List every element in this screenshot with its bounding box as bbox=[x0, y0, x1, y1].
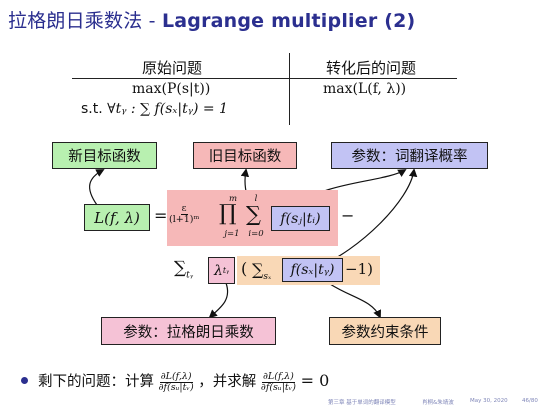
such-that-label: s.t. bbox=[81, 101, 103, 117]
constraint-row: s.t. ∀tᵧ : ∑ f(sₓ|tᵧ) = 1 bbox=[81, 101, 228, 117]
open-paren: ( bbox=[241, 259, 248, 278]
footer-date: May 30, 2020 bbox=[470, 398, 508, 404]
translation-prob-term: f(sⱼ|tᵢ) bbox=[271, 206, 330, 231]
table-header-transformed: 转化后的问题 bbox=[326, 59, 417, 77]
product-lower: j=1 bbox=[224, 229, 240, 239]
product-symbol: ∏ bbox=[219, 201, 237, 226]
partial-2-denominator: ∂f(sᵤ|tᵥ) bbox=[260, 381, 296, 393]
original-objective: max(P(s|t)) bbox=[132, 81, 211, 97]
solve-text: ，并求解 bbox=[198, 374, 257, 390]
equals-zero: = 0 bbox=[300, 371, 330, 390]
label-constraint: 参数约束条件 bbox=[329, 317, 441, 345]
label-lagrange-multiplier: 参数：拉格朗日乘数 bbox=[101, 317, 276, 345]
footer-chapter: 第三章 基于单词的翻译模型 bbox=[328, 400, 396, 406]
partial-derivative-1: ∂L(f,λ)∂f(sᵤ|tᵥ) bbox=[158, 370, 194, 393]
table-column-divider bbox=[289, 53, 291, 125]
sum-over-ty: ∑tᵧ bbox=[174, 258, 193, 280]
footer-page: 46/80 bbox=[522, 398, 538, 404]
slide-title-en: Lagrange multiplier (2) bbox=[161, 10, 416, 32]
minus-sign: − bbox=[341, 206, 355, 225]
partial-derivative-2: ∂L(f,λ)∂f(sᵤ|tᵥ) bbox=[260, 370, 296, 393]
sum-ty-symbol: ∑ bbox=[174, 258, 187, 278]
label-new-objective: 新目标函数 bbox=[52, 142, 157, 169]
partial-1-denominator: ∂f(sᵤ|tᵥ) bbox=[158, 381, 194, 393]
product-upper: m bbox=[228, 194, 238, 204]
remaining-problem-text: 剩下的问题：计算 bbox=[38, 374, 154, 390]
partial-1-numerator: ∂L(f,λ) bbox=[159, 370, 193, 383]
table-header-original: 原始问题 bbox=[142, 59, 203, 77]
slide-title-zh: 拉格朗日乘数法 - bbox=[8, 10, 162, 32]
transformed-objective: max(L(f, λ)) bbox=[323, 81, 407, 97]
minus-one-close: −1) bbox=[345, 260, 373, 278]
sum-over-sx: ∑sₓ bbox=[252, 260, 271, 282]
label-old-objective: 旧目标函数 bbox=[193, 142, 297, 169]
label-translation-prob: 参数：词翻译概率 bbox=[331, 142, 488, 169]
sum-upper: l bbox=[254, 194, 258, 204]
constraint-prob-term: f(sₓ|tᵧ) bbox=[282, 258, 343, 282]
table-header-rule bbox=[72, 78, 457, 80]
constraint-expression: ∀tᵧ : ∑ f(sₓ|tᵧ) = 1 bbox=[107, 101, 228, 117]
epsilon-denominator: (l+1)ᵐ bbox=[169, 214, 200, 225]
arrow-lagrange bbox=[208, 282, 229, 319]
sum-symbol: ∑ bbox=[246, 202, 261, 226]
arrow-new-objective bbox=[89, 169, 105, 206]
sum-lower: i=0 bbox=[248, 229, 264, 239]
equals-sign: = bbox=[154, 206, 168, 225]
bullet-icon bbox=[21, 377, 28, 384]
lambda-symbol: λ bbox=[213, 262, 223, 279]
remaining-problem: 剩下的问题：计算 ∂L(f,λ)∂f(sᵤ|tᵥ) ，并求解 ∂L(f,λ)∂f… bbox=[38, 370, 329, 392]
sum-ty-subscript: tᵧ bbox=[186, 270, 194, 281]
epsilon-fraction: ε(l+1)ᵐ bbox=[169, 204, 199, 225]
sum-sx-symbol: ∑ bbox=[252, 260, 264, 279]
arrow-constraint bbox=[329, 283, 381, 319]
partial-2-numerator: ∂L(f,λ) bbox=[262, 370, 295, 383]
sum-sx-subscript: sₓ bbox=[263, 272, 272, 283]
lambda-subscript: tᵧ bbox=[222, 266, 230, 275]
lagrangian-lhs: L(f, λ) bbox=[84, 204, 150, 231]
slide-title: 拉格朗日乘数法 - Lagrange multiplier (2) bbox=[8, 6, 415, 33]
footer-authors: 肖桐&朱靖波 bbox=[422, 400, 454, 406]
epsilon-numerator: ε bbox=[180, 203, 188, 215]
